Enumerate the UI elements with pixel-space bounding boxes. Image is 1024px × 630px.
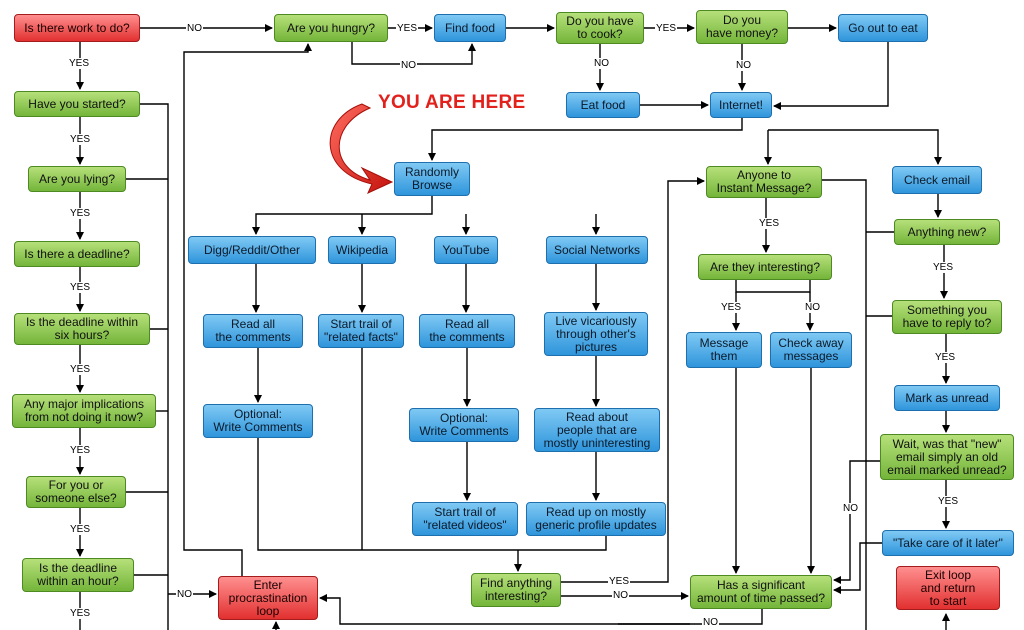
label-yes-hour: YES bbox=[69, 608, 92, 619]
label-yes-work: YES bbox=[68, 58, 91, 69]
label-yes-reply: YES bbox=[934, 352, 957, 363]
label-no-interesting: NO bbox=[804, 302, 821, 313]
label-yes-anything-new: YES bbox=[932, 262, 955, 273]
connector-26 bbox=[428, 118, 743, 161]
label-yes-implications: YES bbox=[69, 445, 92, 456]
node-major-implications: Any major implications from not doing it… bbox=[12, 394, 156, 428]
node-check-away-messages: Check away messages bbox=[770, 332, 852, 368]
connector-29 bbox=[252, 196, 433, 235]
label-yes-cook: YES bbox=[655, 23, 678, 34]
node-enter-procrastination-loop: Enter procrastination loop bbox=[218, 576, 318, 620]
node-randomly-browse: Randomly Browse bbox=[394, 162, 470, 196]
label-no-wait: NO bbox=[842, 503, 859, 514]
label-yes-wait: YES bbox=[937, 496, 960, 507]
label-yes-for-you: YES bbox=[69, 524, 92, 535]
node-go-out-to-eat: Go out to eat bbox=[838, 14, 928, 42]
node-internet: Internet! bbox=[710, 92, 772, 118]
node-deadline-within-hour: Is the deadline within an hour? bbox=[22, 558, 134, 592]
node-wikipedia: Wikipedia bbox=[328, 236, 396, 264]
label-no-money: NO bbox=[735, 60, 752, 71]
connector-46 bbox=[735, 280, 811, 293]
you-are-here-arrow bbox=[329, 103, 394, 195]
node-are-they-interesting: Are they interesting? bbox=[698, 254, 832, 280]
connector-56 bbox=[833, 460, 880, 584]
node-do-you-have-money: Do you have money? bbox=[696, 10, 788, 44]
label-yes-find: YES bbox=[608, 576, 631, 587]
label-yes-im: YES bbox=[758, 218, 781, 229]
node-optional-write-comments-2: Optional: Write Comments bbox=[409, 408, 519, 442]
node-is-there-work: Is there work to do? bbox=[14, 14, 140, 42]
node-are-you-hungry: Are you hungry? bbox=[274, 14, 388, 42]
node-message-them: Message them bbox=[686, 332, 762, 368]
label-yes-lying: YES bbox=[69, 208, 92, 219]
label-no-find: NO bbox=[612, 590, 629, 601]
node-optional-write-comments-1: Optional: Write Comments bbox=[203, 404, 313, 438]
node-deadline-six-hours: Is the deadline within six hours? bbox=[14, 313, 150, 345]
node-live-vicariously: Live vicariously through other's picture… bbox=[544, 312, 648, 356]
connector-66 bbox=[183, 43, 312, 576]
node-for-you-or-someone-else: For you or someone else? bbox=[26, 476, 126, 508]
node-do-you-have-to-cook: Do you have to cook? bbox=[556, 12, 644, 44]
node-find-anything-interesting: Find anything interesting? bbox=[471, 573, 561, 607]
connector-19 bbox=[140, 103, 169, 630]
node-are-you-lying: Are you lying? bbox=[28, 166, 126, 192]
label-yes-deadline: YES bbox=[69, 282, 92, 293]
label-no-hungry: NO bbox=[400, 60, 417, 71]
node-take-care-later: "Take care of it later" bbox=[882, 530, 1014, 556]
node-check-email: Check email bbox=[892, 166, 982, 194]
node-significant-time-passed: Has a significant amount of time passed? bbox=[690, 575, 832, 609]
node-digg-reddit-other: Digg/Reddit/Other bbox=[188, 236, 316, 264]
node-trail-related-facts: Start trail of "related facts" bbox=[318, 314, 404, 348]
label-yes-six-hours: YES bbox=[69, 364, 92, 375]
you-are-here-banner: YOU ARE HERE bbox=[378, 92, 526, 113]
node-is-there-a-deadline: Is there a deadline? bbox=[14, 241, 140, 267]
label-yes-interesting: YES bbox=[720, 302, 743, 313]
node-read-profile-updates: Read up on mostly generic profile update… bbox=[526, 502, 666, 536]
node-anyone-to-im: Anyone to Instant Message? bbox=[706, 166, 822, 198]
node-youtube: YouTube bbox=[434, 236, 498, 264]
node-read-about-people: Read about people that are mostly uninte… bbox=[534, 408, 660, 452]
label-yes-started: YES bbox=[69, 134, 92, 145]
connector-64 bbox=[618, 609, 763, 625]
connector-28 bbox=[768, 129, 942, 165]
label-yes-hungry: YES bbox=[396, 23, 419, 34]
label-no-time: NO bbox=[702, 617, 719, 628]
node-anything-new: Anything new? bbox=[894, 219, 1000, 245]
connector-10 bbox=[773, 42, 889, 110]
node-wait-was-that-new: Wait, was that "new" email simply an old… bbox=[880, 434, 1014, 480]
node-read-all-comments-2: Read all the comments bbox=[419, 314, 515, 348]
node-mark-as-unread: Mark as unread bbox=[894, 385, 1000, 411]
node-something-to-reply: Something you have to reply to? bbox=[892, 300, 1002, 334]
node-have-you-started: Have you started? bbox=[14, 91, 140, 117]
connector-42 bbox=[257, 438, 607, 551]
label-no-hour: NO bbox=[176, 589, 193, 600]
connector-59 bbox=[822, 179, 867, 630]
connector-65 bbox=[319, 594, 690, 625]
node-exit-loop: Exit loop and return to start bbox=[896, 566, 1000, 610]
node-trail-related-videos: Start trail of "related videos" bbox=[412, 502, 518, 536]
connector-57 bbox=[833, 542, 882, 594]
node-find-food: Find food bbox=[434, 14, 506, 42]
label-no-cook: NO bbox=[593, 58, 610, 69]
label-no-work: NO bbox=[186, 23, 203, 34]
node-social-networks: Social Networks bbox=[546, 236, 648, 264]
node-eat-food: Eat food bbox=[566, 92, 640, 118]
node-read-all-comments-1: Read all the comments bbox=[203, 314, 303, 348]
